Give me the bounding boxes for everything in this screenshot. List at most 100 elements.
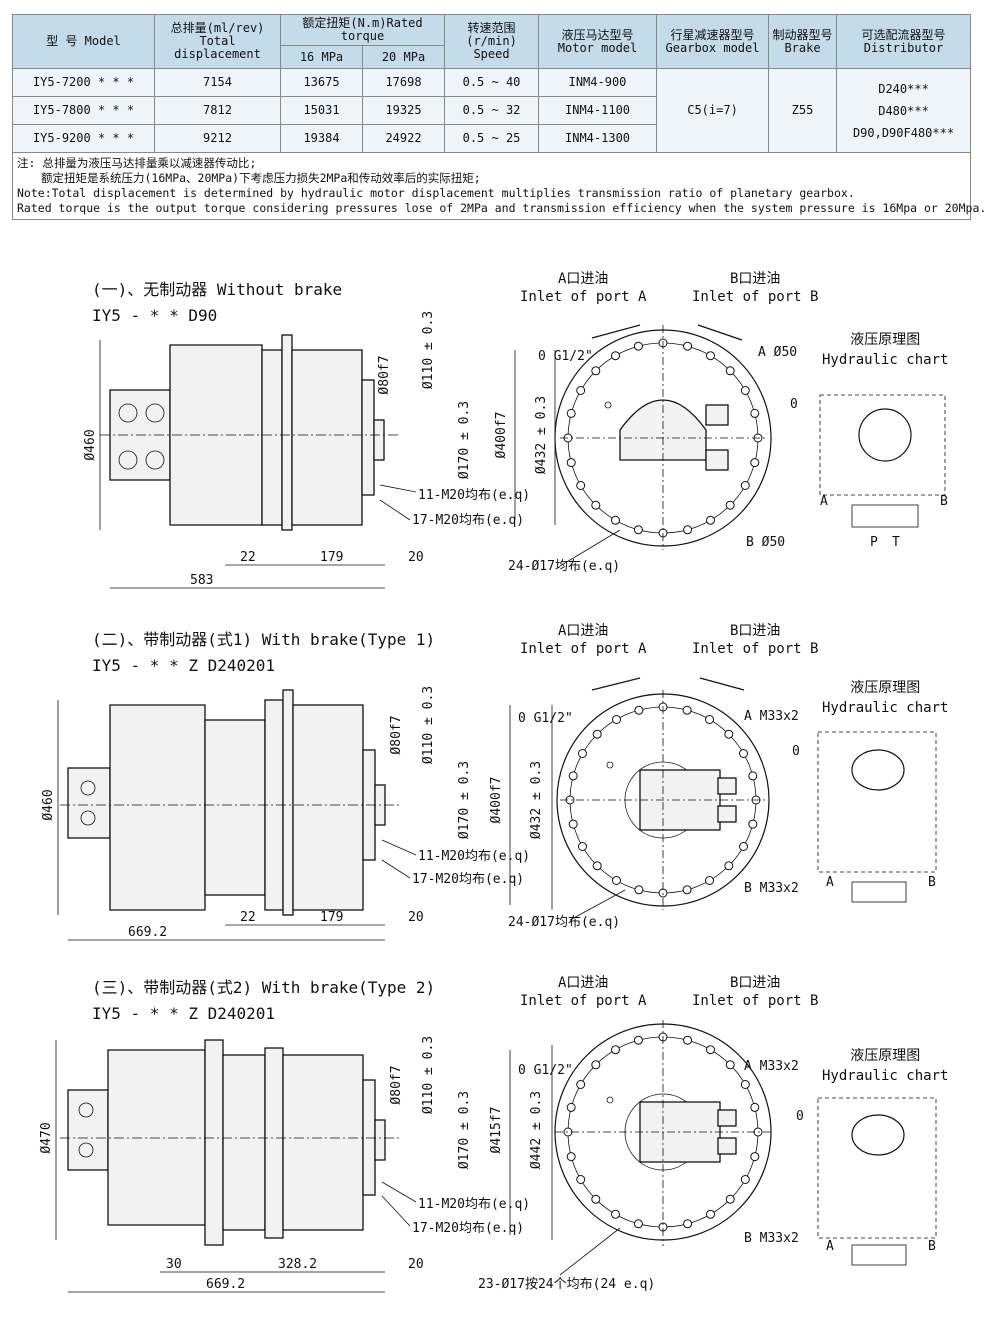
dim-pcd: Ø442 ± 0.3: [529, 1091, 544, 1169]
header-model: 型 号 Model: [12, 14, 155, 69]
bolt-hole: [739, 842, 748, 851]
bolt-hole: [724, 861, 734, 871]
port-a-cn: A口进油: [558, 271, 609, 287]
header-displacement-cn: 总排量(ml/rev): [170, 21, 265, 35]
valve-symbol: [851, 881, 907, 903]
port-a-label: A口进油 Inlet of port A: [520, 270, 646, 306]
section-model-code: IY5 - * * D90: [92, 306, 218, 325]
port-b-spec: B Ø50: [746, 535, 785, 550]
side-view: Ø470 Ø80f7 Ø110 ± 0.3 Ø170 ± 0.3 Ø415f7 …: [39, 1036, 553, 1293]
hydraulic-schematic: 0 A B: [796, 1097, 937, 1266]
header-distributor-en: Distributor: [863, 40, 944, 55]
bolt-hole: [682, 885, 692, 895]
port-b-en: Inlet of port B: [692, 289, 819, 305]
note-line: 额定扭矩是系统压力(16MPa、20MPa)下考虑压力损失2MPa和传动效率后的…: [41, 171, 481, 185]
hyd-a-label: A: [826, 875, 834, 890]
bolt-hole: [576, 481, 586, 490]
table-row: IY5-7800 * * * 7812 15031 19325 0.5 ~ 32…: [12, 96, 971, 125]
header-torque-16: 16 MPa: [280, 45, 363, 69]
header-motor: 液压马达型号 Motor model: [538, 14, 658, 69]
section-drawing: Ø460 Ø80f7 Ø110 ± 0.3 Ø170 ± 0.3 Ø400f7 …: [41, 677, 937, 941]
bolt-hole: [683, 1035, 693, 1045]
dim-total-length: 669.2: [206, 1277, 245, 1292]
bolt-hole: [748, 819, 758, 829]
note-line: Note:Total displacement is determined by…: [17, 186, 855, 200]
dim-pcd: Ø432 ± 0.3: [534, 396, 549, 474]
cell-speed: 0.5 ~ 40: [444, 68, 540, 97]
gearbox-housing: [282, 1054, 364, 1231]
hyd-b-label: B: [940, 494, 948, 509]
cell-brake: Z55: [768, 68, 838, 153]
port-b-spec: B M33x2: [744, 881, 799, 896]
output-hub: [361, 379, 375, 496]
distributor-block: [67, 1089, 109, 1171]
leader-line: [381, 1195, 411, 1227]
header-torque-20: 20 MPa: [361, 45, 446, 69]
bolt-hole: [578, 749, 587, 758]
header-distributor-cn: 可选配流器型号: [861, 27, 946, 42]
hydraulic-schematic: 0 A B: [792, 731, 937, 903]
g-port-label: 0 G1/2": [538, 349, 593, 364]
mount-holes-note: 24-Ø17均布(e.q): [508, 915, 620, 930]
port-circle: [118, 403, 138, 423]
hydraulic-chart-cn: 液压原理图: [850, 680, 921, 696]
port-b-en: Inlet of port B: [692, 641, 819, 657]
bolt-hole: [683, 525, 693, 535]
section-model-code: IY5 - * * Z D240201: [92, 1004, 276, 1023]
dim-length-c: 20: [408, 1257, 424, 1272]
mount-holes: [563, 338, 763, 538]
port-a-fitting: [717, 1109, 737, 1127]
cell-torque-16: 19384: [280, 124, 363, 153]
holes-note-1: 11-M20均布(e.q): [418, 488, 530, 503]
cell-gearbox: C5(i=7): [656, 68, 770, 153]
section-title: (一)、无制动器 Without brake: [92, 280, 343, 299]
bolt-hole: [592, 729, 602, 739]
dim-length-c: 20: [408, 550, 424, 565]
hydraulic-chart-en: Hydraulic chart: [822, 1068, 949, 1084]
mount-holes-note: 24-Ø17均布(e.q): [508, 559, 620, 574]
bolt-hole: [592, 861, 602, 871]
drain-port: [604, 401, 612, 409]
dim-total-length: 583: [190, 573, 213, 588]
dim-body-diameter: Ø470: [39, 1122, 54, 1153]
leader-line: [381, 839, 417, 856]
bolt-hole: [740, 1080, 750, 1089]
cell-model: IY5-7800 * * *: [12, 96, 155, 125]
cell-distributor: D240*** D480*** D90,D90F480***: [836, 68, 972, 153]
hyd-drain-label: 0: [792, 744, 800, 759]
hydraulic-chart-en: Hydraulic chart: [822, 352, 949, 368]
port-circle: [80, 810, 96, 826]
leader-line: [559, 1227, 621, 1276]
bolt-hole: [633, 525, 643, 535]
bolt-hole: [591, 1060, 601, 1070]
header-brake: 制动器型号 Brake: [768, 14, 838, 69]
cell-torque-20: 24922: [361, 124, 446, 153]
section-model-code: IY5 - * * Z D240201: [92, 656, 276, 675]
bolt-hole: [740, 1175, 750, 1184]
leader-line: [569, 889, 626, 921]
bolt-hole: [566, 1102, 576, 1112]
header-motor-en: Motor model: [557, 40, 638, 55]
bolt-hole: [683, 341, 693, 351]
port-circle: [118, 450, 138, 470]
motor-housing: [107, 1049, 206, 1226]
output-shaft: [374, 1119, 386, 1161]
section-title: (三)、带制动器(式2) With brake(Type 2): [92, 978, 436, 997]
mount-holes: [563, 1032, 763, 1232]
header-displacement: 总排量(ml/rev) Total displacement: [154, 14, 281, 69]
brake-housing: [222, 1054, 266, 1231]
port-circle: [80, 780, 96, 796]
cell-displacement: 9212: [154, 124, 281, 153]
dim-pilot: Ø400f7: [494, 412, 509, 459]
port-b-label: B口进油 Inlet of port B: [692, 270, 818, 306]
bolt-hole: [725, 500, 735, 510]
mount-flange: [282, 689, 294, 916]
header-speed: 转速范围 (r/min) Speed: [444, 14, 540, 69]
table-row: IY5-7200 * * * 7154 13675 17698 0.5 ~ 40…: [12, 68, 972, 153]
port-a-cn: A口进油: [558, 623, 609, 639]
bolt-hole: [634, 705, 644, 715]
bolt-hole: [578, 842, 587, 851]
hydraulic-chart-cn: 液压原理图: [850, 332, 921, 348]
dim-length-a: 22: [240, 910, 256, 925]
cell-motor: INM4-1100: [538, 96, 658, 125]
